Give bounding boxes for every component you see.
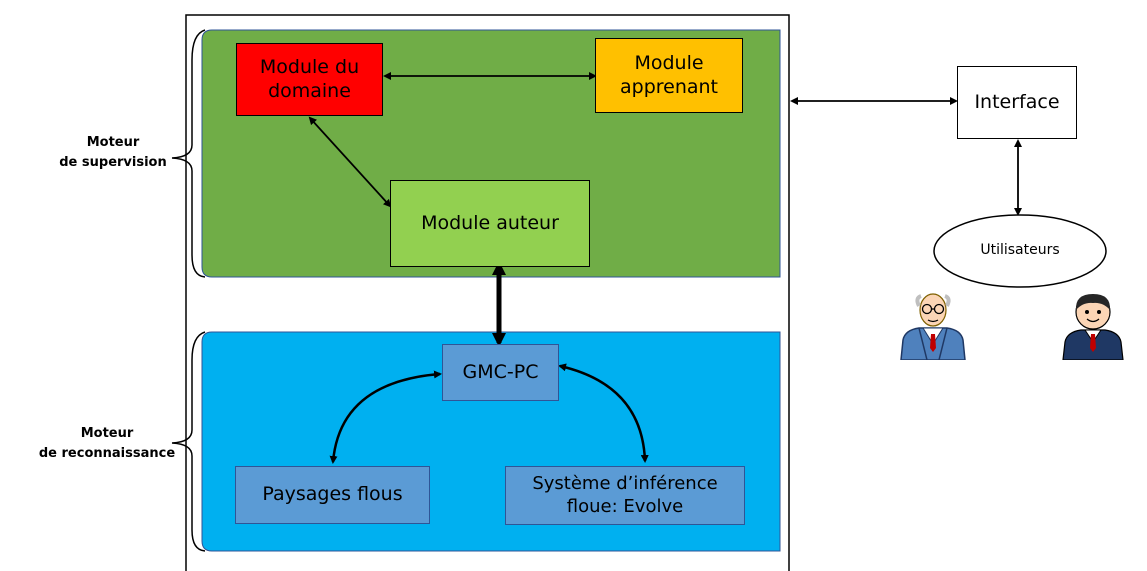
- reconnaissance-label-line1: Moteur: [80, 426, 134, 441]
- arrow-gmc-paysages: [329, 370, 442, 464]
- users-label: Utilisateurs: [980, 242, 1060, 259]
- module-domaine-label: Module du domaine: [259, 55, 360, 102]
- systeme-inference-box: Système d’inférence floue: Evolve: [505, 466, 745, 525]
- arrow-gmc-systeme: [558, 363, 649, 463]
- systeme-inference-label: Système d’inférence floue: Evolve: [532, 473, 718, 517]
- arrow-domaine-auteur: [308, 116, 392, 208]
- module-apprenant-box: Module apprenant: [595, 38, 743, 113]
- interface-label: Interface: [974, 90, 1060, 113]
- users-label-box: Utilisateurs: [934, 236, 1106, 266]
- reconnaissance-label-line2: de reconnaissance: [38, 446, 176, 461]
- module-domaine-box: Module du domaine: [236, 43, 383, 116]
- module-auteur-box: Module auteur: [390, 180, 590, 267]
- paysages-flous-label: Paysages flous: [262, 483, 403, 506]
- old-man-user-icon: [900, 293, 966, 360]
- reconnaissance-label: Moteur de reconnaissance: [22, 424, 192, 464]
- module-apprenant-label: Module apprenant: [619, 51, 719, 98]
- young-man-user-icon: [1062, 294, 1124, 360]
- gmc-pc-label: GMC-PC: [462, 360, 539, 383]
- paysages-flous-box: Paysages flous: [235, 466, 430, 524]
- gmc-pc-box: GMC-PC: [442, 344, 559, 401]
- recognition-brace: [171, 331, 206, 552]
- supervision-label: Moteur de supervision: [38, 133, 188, 173]
- supervision-brace: [171, 29, 206, 278]
- supervision-label-line1: Moteur: [86, 135, 140, 150]
- supervision-label-line2: de supervision: [59, 155, 167, 170]
- users-ellipse: [933, 214, 1107, 288]
- module-auteur-label: Module auteur: [421, 211, 559, 234]
- interface-box: Interface: [957, 66, 1077, 139]
